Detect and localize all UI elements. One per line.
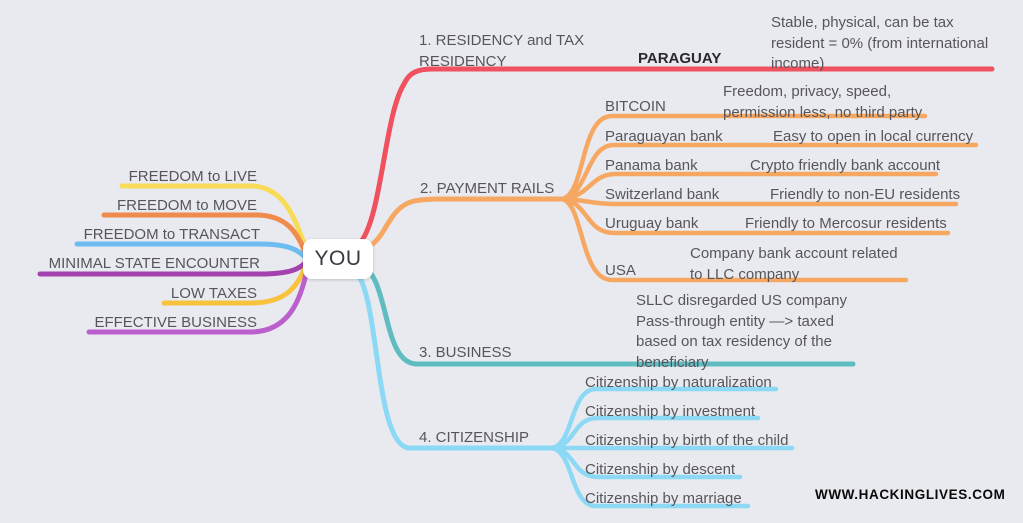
node-bitcoin-detail: Freedom, privacy, speed, permission less…	[723, 83, 923, 121]
node-citizenship-investment: Citizenship by investment	[585, 403, 756, 420]
node-citizenship-marriage: Citizenship by marriage	[585, 490, 742, 507]
branch-line-residency	[356, 66, 995, 247]
node-paraguay: PARAGUAY	[638, 50, 722, 67]
node-panama-bank: Panama bank	[605, 157, 698, 174]
node-minimal-state: MINIMAL STATE ENCOUNTER	[48, 255, 260, 272]
node-residency: 1. RESIDENCY and TAX RESIDENCY	[419, 32, 585, 70]
node-citizenship-descent: Citizenship by descent	[585, 461, 736, 478]
node-citizenship-naturalization: Citizenship by naturalization	[585, 374, 772, 391]
node-citizenship: 4. CITIZENSHIP	[419, 429, 530, 446]
branch-line-effective-business	[86, 271, 309, 335]
node-freedom-to-move: FREEDOM to MOVE	[116, 197, 257, 214]
node-switzerland-bank-detail: Friendly to non-EU residents	[770, 186, 961, 203]
branch-line-marriage	[549, 445, 751, 509]
branch-line-usa	[559, 196, 909, 283]
center-node-you: YOU	[303, 239, 373, 279]
node-citizenship-birth: Citizenship by birth of the child	[585, 432, 789, 449]
node-uruguay-bank-detail: Friendly to Mercosur residents	[745, 215, 947, 232]
branch-line-freedom-to-live	[119, 183, 308, 250]
branch-line-uruguay-bank	[559, 196, 951, 236]
node-low-taxes: LOW TAXES	[170, 285, 257, 302]
node-uruguay-bank: Uruguay bank	[605, 215, 699, 232]
node-business: 3. BUSINESS	[419, 344, 512, 361]
node-switzerland-bank: Switzerland bank	[605, 186, 720, 203]
node-paraguayan-bank: Paraguayan bank	[605, 128, 723, 145]
branch-line-payment-rails	[361, 196, 565, 252]
node-freedom-to-transact: FREEDOM to TRANSACT	[83, 226, 260, 243]
node-payment-rails: 2. PAYMENT RAILS	[420, 180, 555, 197]
node-freedom-to-live: FREEDOM to LIVE	[128, 168, 257, 185]
node-paraguayan-bank-detail: Easy to open in local currency	[773, 128, 974, 145]
watermark: WWW.HACKINGLIVES.COM	[815, 487, 1006, 502]
node-paraguay-detail: Stable, physical, can be tax resident = …	[771, 14, 989, 73]
branch-line-freedom-to-move	[101, 212, 308, 255]
node-bitcoin: BITCOIN	[605, 98, 666, 115]
node-usa-detail: Company bank account related to LLC comp…	[690, 245, 898, 283]
node-usa: USA	[605, 262, 636, 279]
branch-line-freedom-to-transact	[74, 241, 308, 260]
node-effective-business: EFFECTIVE BUSINESS	[94, 314, 257, 331]
branch-line-citizenship	[352, 268, 555, 451]
branch-line-low-taxes	[161, 265, 308, 306]
node-panama-bank-detail: Crypto friendly bank account	[750, 157, 941, 174]
node-business-detail: SLLC disregarded US company Pass-through…	[636, 292, 847, 372]
